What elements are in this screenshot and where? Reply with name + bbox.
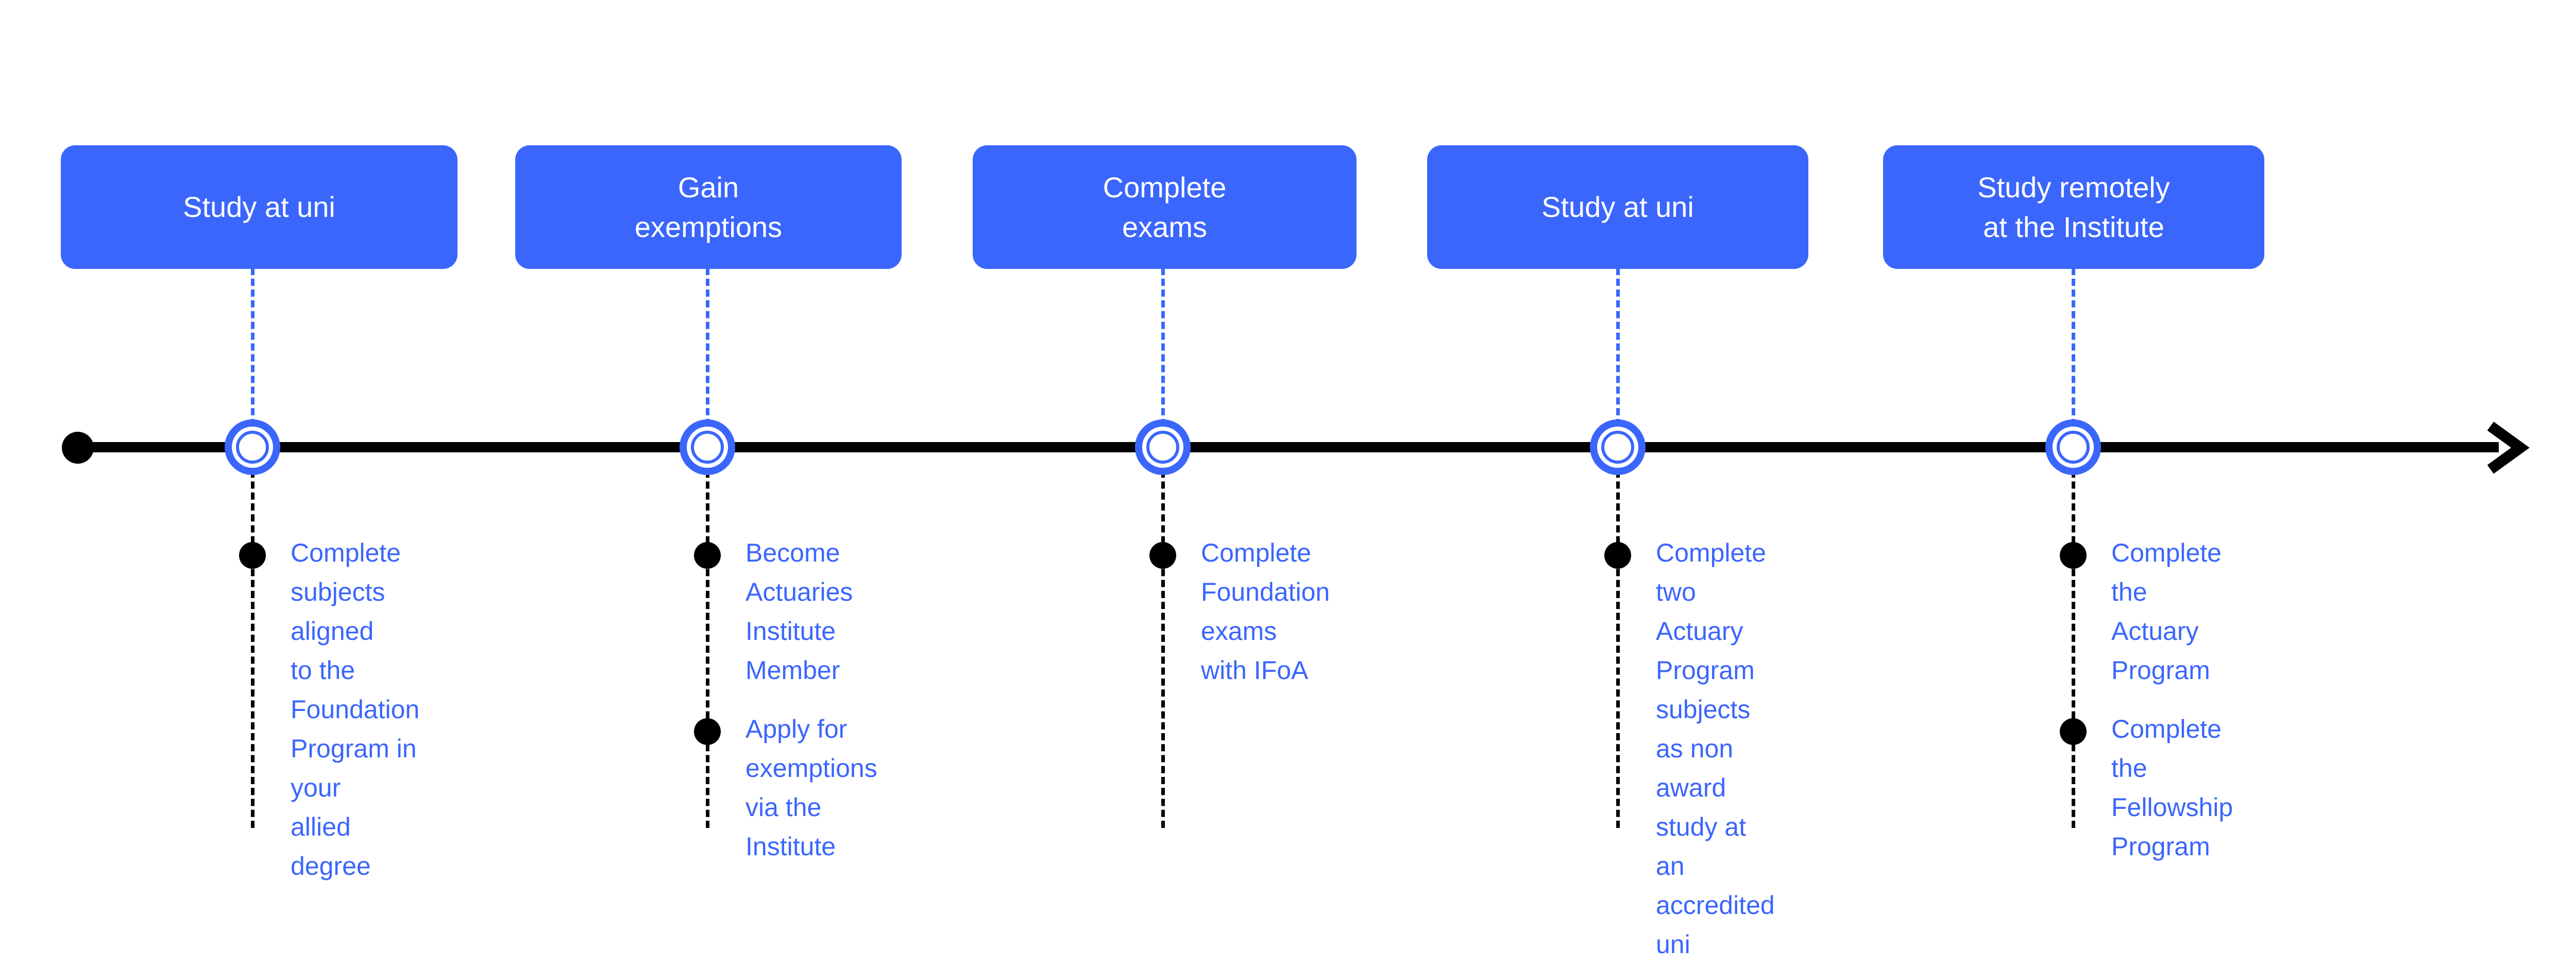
connector-dashed-bottom: [706, 460, 709, 828]
connector-dashed-top: [1161, 268, 1165, 437]
connector-dashed-bottom: [1616, 460, 1620, 828]
stage-box-label: Gain exemptions: [634, 171, 783, 243]
stage-box-2[interactable]: Gain exemptions: [515, 145, 902, 269]
stage-bullet-list: Complete Foundation exams with IFoA: [1149, 533, 1330, 690]
stage-box-3[interactable]: Complete exams: [973, 145, 1357, 269]
list-item: Complete two Actuary Program subjects as…: [1604, 533, 1775, 964]
stage-bullet-list: Complete subjects aligned to the Foundat…: [239, 533, 420, 886]
connector-dashed-bottom: [2072, 460, 2075, 828]
timeline-marker-5[interactable]: [2045, 419, 2101, 475]
bullet-dot-icon: [2060, 542, 2087, 569]
connector-dashed-bottom: [251, 460, 255, 828]
list-item: Complete Foundation exams with IFoA: [1149, 533, 1330, 690]
marker-inner-ring: [1146, 431, 1179, 464]
bullet-text: Complete two Actuary Program subjects as…: [1656, 538, 1775, 959]
connector-dashed-top: [251, 268, 255, 437]
stage-box-1[interactable]: Study at uni: [61, 145, 457, 269]
list-item: Complete the Actuary Program: [2060, 533, 2233, 690]
stage-box-4[interactable]: Study at uni: [1427, 145, 1808, 269]
stage-box-label: Study remotely at the Institute: [1977, 171, 2170, 243]
connector-dashed-top: [2072, 268, 2075, 437]
stage-box-label: Study at uni: [1541, 191, 1694, 224]
bullet-text: Complete the Fellowship Program: [2111, 715, 2233, 861]
list-item: Complete subjects aligned to the Foundat…: [239, 533, 420, 886]
stage-box-label: Study at uni: [183, 191, 335, 224]
timeline-marker-3[interactable]: [1135, 419, 1191, 475]
bullet-text: Complete subjects aligned to the Foundat…: [291, 538, 420, 880]
bullet-dot-icon: [694, 542, 721, 569]
bullet-dot-icon: [1604, 542, 1631, 569]
timeline-axis-line: [77, 442, 2499, 452]
stage-bullet-list: Complete two Actuary Program subjects as…: [1604, 533, 1775, 964]
bullet-text: Complete Foundation exams with IFoA: [1201, 538, 1330, 685]
connector-dashed-top: [706, 268, 709, 437]
bullet-text: Become Actuaries Institute Member: [745, 538, 853, 685]
bullet-text: Apply for exemptions via the Institute: [745, 715, 877, 861]
bullet-dot-icon: [1149, 542, 1176, 569]
bullet-dot-icon: [2060, 718, 2087, 745]
bullet-dot-icon: [239, 542, 266, 569]
arrow-right-icon: [2483, 420, 2540, 476]
bullet-text: Complete the Actuary Program: [2111, 538, 2222, 685]
timeline-marker-1[interactable]: [225, 419, 280, 475]
timeline-marker-2[interactable]: [680, 419, 735, 475]
marker-inner-ring: [2057, 431, 2090, 464]
marker-inner-ring: [1601, 431, 1634, 464]
bullet-dot-icon: [694, 718, 721, 745]
list-item: Become Actuaries Institute Member: [694, 533, 877, 690]
stage-box-5[interactable]: Study remotely at the Institute: [1883, 145, 2264, 269]
connector-dashed-bottom: [1161, 460, 1165, 828]
marker-inner-ring: [691, 431, 724, 464]
list-item: Apply for exemptions via the Institute: [694, 709, 877, 866]
marker-inner-ring: [236, 431, 269, 464]
timeline-marker-4[interactable]: [1590, 419, 1646, 475]
stage-box-label: Complete exams: [1103, 171, 1227, 243]
connector-dashed-top: [1616, 268, 1620, 437]
list-item: Complete the Fellowship Program: [2060, 709, 2233, 866]
